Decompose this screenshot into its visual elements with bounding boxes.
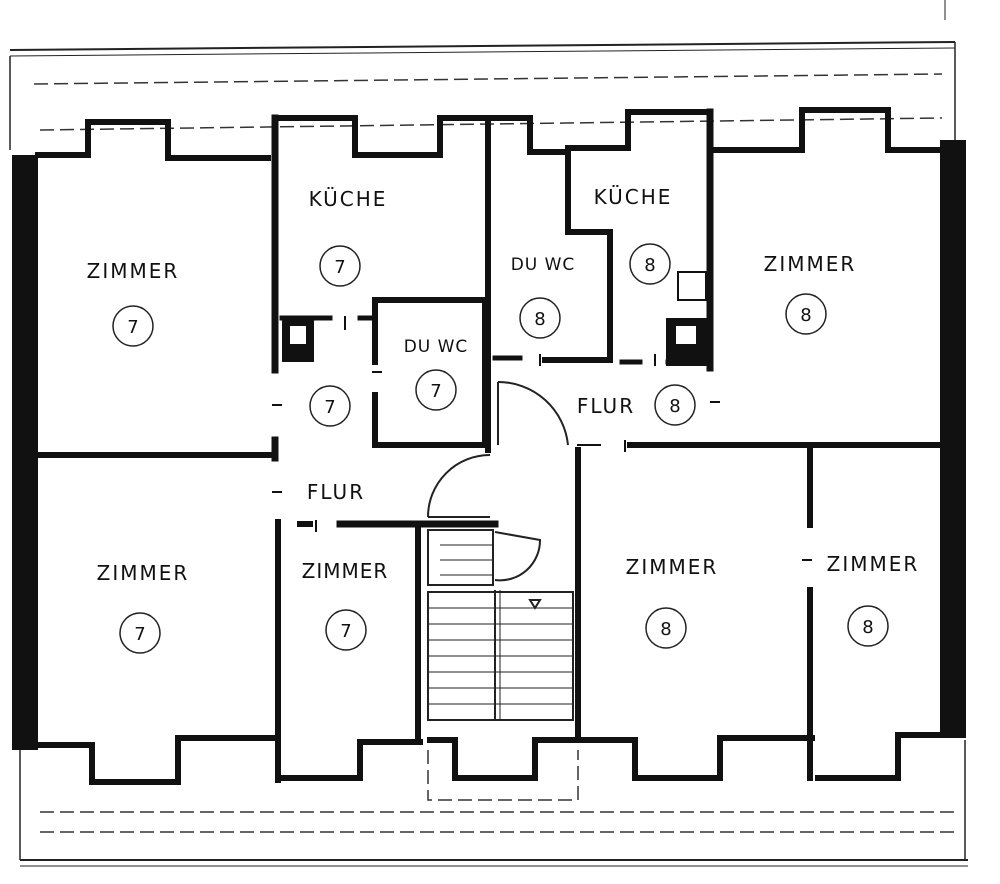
room-duwc-7: DU WC 7 [404, 337, 469, 411]
room-label: ZIMMER [302, 559, 389, 583]
unit-circle [629, 243, 671, 285]
stair-treads [428, 544, 573, 705]
room-kueche-8: KÜCHE 8 [594, 185, 673, 285]
unit-number: 7 [334, 257, 345, 278]
unit-circle [847, 605, 889, 647]
room-label: DU WC [404, 337, 469, 357]
top-facade [35, 107, 943, 161]
unit-number: 7 [134, 624, 145, 645]
unit-circle [309, 385, 351, 427]
bottom-facade [35, 732, 943, 785]
room-label: ZIMMER [626, 555, 719, 579]
unit-circle [654, 384, 696, 426]
chimney-blocks [282, 271, 708, 366]
room-label: ZIMMER [97, 561, 190, 585]
room-zimmer-7-bottom-left: ZIMMER 7 [97, 561, 190, 654]
room-flur-7: FLUR [307, 480, 365, 504]
unit-circle [112, 305, 154, 347]
unit-circle [325, 609, 367, 651]
unit-number: 7 [324, 397, 335, 418]
unit-circle [319, 245, 361, 287]
unit-number: 8 [534, 309, 545, 330]
room-label: ZIMMER [827, 552, 920, 576]
outer-outline [9, 0, 968, 867]
unit-number: 8 [862, 617, 873, 638]
unit-number: 7 [127, 317, 138, 338]
room-label: KÜCHE [594, 185, 673, 209]
interior-walls [35, 108, 943, 783]
unit-circle [519, 297, 561, 339]
unit-number: 7 [340, 621, 351, 642]
room-label: FLUR [307, 480, 365, 504]
unit-circle [415, 369, 457, 411]
unit-circle [785, 293, 827, 335]
unit-number: 8 [644, 255, 655, 276]
room-zimmer-8-bottom-mid: ZIMMER 8 [626, 555, 719, 649]
unit-number: 8 [660, 619, 671, 640]
room-label: DU WC [511, 255, 576, 275]
door-swings [427, 380, 569, 582]
room-kueche-7: KÜCHE 7 [309, 187, 388, 287]
unit-number: 8 [669, 396, 680, 417]
room-label: FLUR [577, 394, 635, 418]
unit-number: 7 [430, 381, 441, 402]
room-zimmer-8-top-right: ZIMMER 8 [764, 252, 857, 335]
room-label: KÜCHE [309, 187, 388, 211]
room-flur-8: FLUR 8 [577, 384, 696, 426]
unit-circle [645, 607, 687, 649]
room-label: ZIMMER [764, 252, 857, 276]
gable-walls [12, 140, 966, 750]
unit-number: 8 [800, 305, 811, 326]
room-zimmer-8-bottom-right: ZIMMER 8 [827, 552, 920, 647]
unit-circle [119, 612, 161, 654]
room-label: ZIMMER [87, 259, 180, 283]
room-duwc-8: DU WC 8 [511, 255, 576, 339]
room-flur-7-hall: 7 [309, 385, 351, 427]
door-ticks [272, 316, 812, 561]
room-zimmer-7-bottom-mid: ZIMMER 7 [302, 559, 389, 651]
room-zimmer-7-top-left: ZIMMER 7 [87, 259, 180, 347]
